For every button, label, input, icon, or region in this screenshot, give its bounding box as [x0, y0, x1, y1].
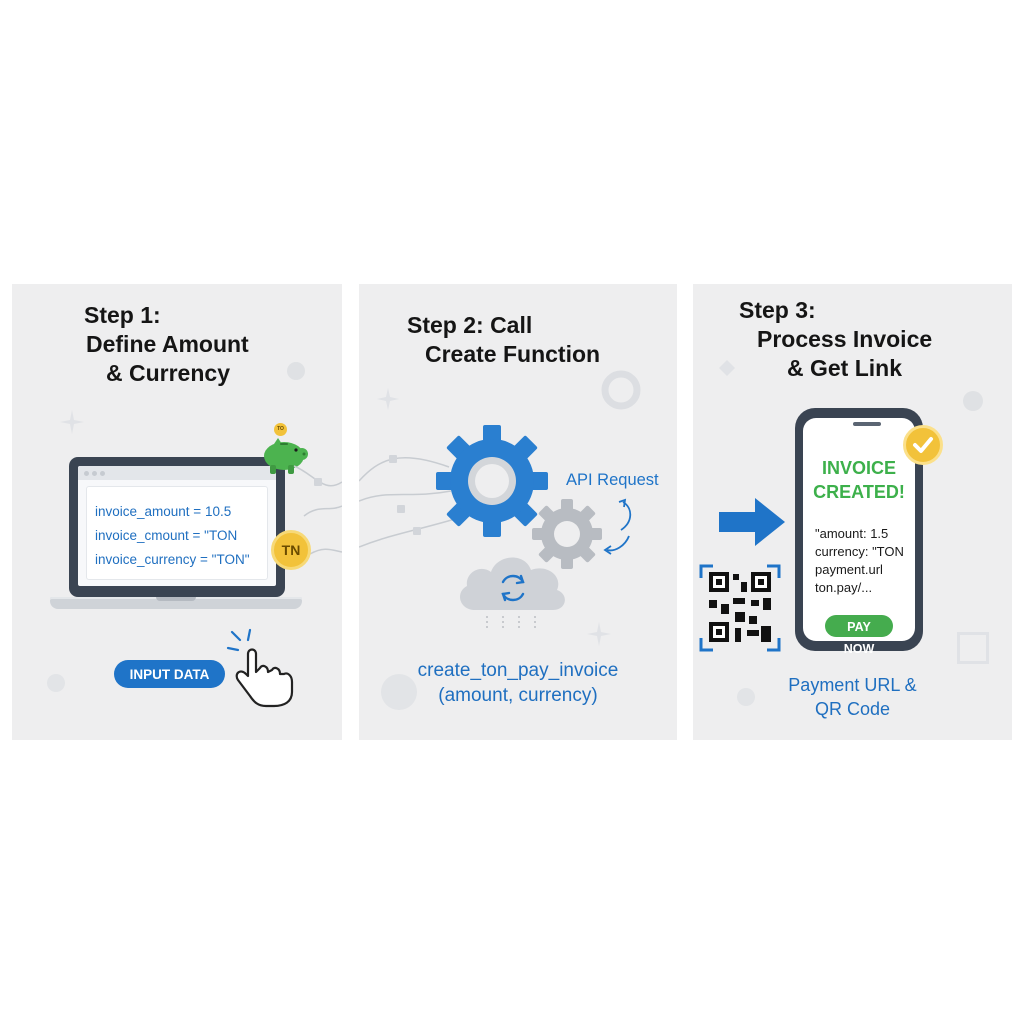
check-badge-icon — [903, 425, 943, 465]
connector-lines — [359, 455, 456, 548]
step-2-panel: Step 2: Call Create Function — [359, 284, 677, 740]
browser-bar — [78, 466, 276, 480]
invoice-amount-line: "amount: 1.5 — [815, 526, 889, 541]
pointer-hand-icon — [226, 628, 294, 708]
laptop-display: invoice_amount = 10.5 invoice_cmount = "… — [78, 466, 276, 586]
invoice-url-line: payment.url — [815, 562, 883, 577]
small-gear-icon — [532, 499, 602, 569]
step-2-title-line-2: Create Function — [425, 341, 601, 367]
step-1-title-line-2: Define Amount — [86, 331, 249, 357]
step-3-title-line-3: & Get Link — [787, 355, 903, 381]
api-request-label: API Request — [566, 471, 659, 489]
step-3-title-line-2: Process Invoice — [757, 326, 933, 352]
invoice-title-line-2: CREATED! — [813, 482, 905, 502]
phone-icon: INVOICE CREATED! "amount: 1.5 currency: … — [795, 408, 923, 656]
step-2-title: Step 2: Call Create Function — [407, 311, 637, 369]
step-3-panel: Step 3: Process Invoice & Get Link — [693, 284, 1012, 740]
connector-lines — [293, 465, 342, 555]
step-1-panel: Step 1: Define Amount & Currency invoice… — [12, 284, 342, 740]
step-3-title: Step 3: Process Invoice & Get Link — [739, 296, 969, 383]
step-3-title-line-1: Step 3: — [739, 297, 816, 323]
decor-square — [957, 632, 989, 664]
cloud-sync-icon — [460, 557, 565, 630]
step-1-title: Step 1: Define Amount & Currency — [84, 301, 274, 388]
code-line-amount: invoice_amount = 10.5 — [95, 504, 232, 519]
qr-code-icon — [699, 564, 781, 652]
input-data-button[interactable]: INPUT DATA — [114, 660, 225, 688]
laptop-icon: invoice_amount = 10.5 invoice_cmount = "… — [69, 457, 285, 597]
invoice-link-line: ton.pay/... — [815, 580, 873, 595]
diamond-icon — [719, 360, 735, 376]
sparkle-icon — [60, 410, 84, 434]
invoice-created-title: INVOICE CREATED! — [803, 456, 915, 504]
arrow-right-icon — [719, 498, 785, 546]
window-dot — [92, 471, 97, 476]
step-1-title-line-1: Step 1: — [84, 302, 161, 328]
code-editor: invoice_amount = 10.5 invoice_cmount = "… — [86, 486, 268, 580]
curved-arrow-icon — [603, 498, 632, 555]
laptop-notch — [156, 597, 196, 601]
decor-dot — [963, 391, 983, 411]
code-line-currency-text: invoice_currency = "TON" — [95, 552, 250, 567]
step-1-title-line-3: & Currency — [106, 360, 230, 386]
invoice-currency-line: currency: "TON — [815, 544, 904, 559]
code-line-cmount: invoice_cmount = "TON — [95, 528, 238, 543]
window-dot — [84, 471, 89, 476]
decor-dot — [287, 362, 305, 380]
decor-dot — [737, 688, 755, 706]
payment-caption-line-2: QR Code — [814, 699, 891, 719]
code-line-currency: invoice_currency = "TON" — [95, 552, 250, 567]
function-name: create_ton_pay_invoice — [417, 660, 619, 681]
step-2-title-line-1: Step 2: Call — [407, 312, 533, 338]
mini-coin-icon: TO — [274, 423, 287, 436]
laptop-base — [50, 597, 302, 609]
gear-icon — [436, 425, 548, 537]
pay-now-button[interactable]: PAY NOW — [825, 615, 893, 656]
invoice-title-line-1: INVOICE — [821, 458, 896, 478]
check-mark-icon — [913, 437, 933, 453]
phone-screen: INVOICE CREATED! "amount: 1.5 currency: … — [803, 418, 915, 656]
ring-icon — [601, 370, 641, 410]
piggy-bank-icon — [264, 438, 308, 474]
sparkle-icon — [377, 388, 399, 410]
function-args: (amount, currency) — [438, 685, 598, 706]
decor-dot — [47, 674, 65, 692]
window-dot — [100, 471, 105, 476]
sparkle-icon — [587, 622, 611, 646]
phone-speaker — [853, 422, 881, 426]
payment-caption-line-1: Payment URL & — [788, 675, 917, 695]
ton-coin-icon: TN — [271, 530, 311, 570]
decor-dot — [381, 674, 417, 710]
